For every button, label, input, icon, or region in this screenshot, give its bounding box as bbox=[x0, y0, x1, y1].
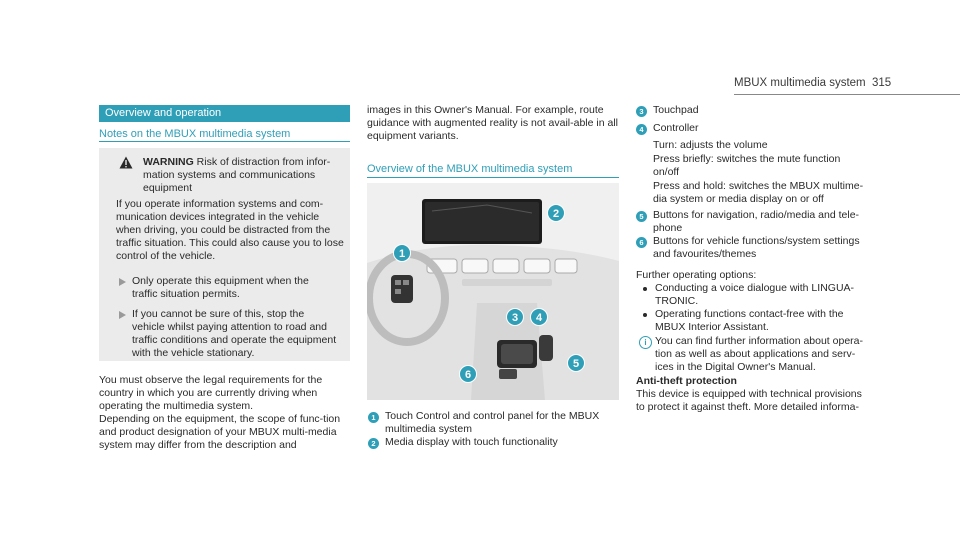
legend-text-6: Buttons for vehicle functions/system set… bbox=[653, 235, 860, 260]
header-rule bbox=[734, 94, 960, 95]
arrow-bullet-icon bbox=[119, 278, 126, 286]
cockpit-drawing bbox=[367, 183, 619, 400]
controller-press-briefly: Press briefly: switches the mute functio… bbox=[653, 153, 841, 178]
further-option-2: Operating functions contact-free with th… bbox=[655, 308, 844, 333]
info-text: You can find further information about o… bbox=[655, 335, 863, 373]
notes-heading-rule bbox=[99, 141, 350, 142]
section-title: Overview and operation bbox=[105, 107, 222, 119]
legend-number-1: 1 bbox=[368, 412, 379, 423]
info-icon: i bbox=[639, 336, 652, 349]
legend-number-3: 3 bbox=[636, 106, 647, 117]
legend-number-5: 5 bbox=[636, 211, 647, 222]
antitheft-text: This device is equipped with technical p… bbox=[636, 388, 862, 413]
warning-triangle-icon bbox=[119, 156, 133, 169]
page-number: 315 bbox=[872, 77, 892, 89]
legend-text-4: Controller bbox=[653, 122, 699, 134]
scope-paragraph: Depending on the equipment, the scope of… bbox=[99, 413, 341, 451]
legend-number-2: 2 bbox=[368, 438, 379, 449]
warning-text: WARNING Risk of distraction from infor- … bbox=[143, 156, 343, 195]
legend-number-6: 6 bbox=[636, 237, 647, 248]
legend-text-3: Touchpad bbox=[653, 104, 699, 116]
cockpit-illustration: 1 2 3 4 5 6 bbox=[367, 183, 619, 400]
bullet-dot bbox=[643, 313, 647, 317]
callout-1: 1 bbox=[393, 244, 411, 262]
notes-heading: Notes on the MBUX multimedia system bbox=[99, 128, 291, 140]
overview-heading: Overview of the MBUX multimedia system bbox=[367, 163, 573, 175]
warning-bullet-1: Only operate this equipment when the tra… bbox=[132, 275, 309, 300]
warning-bullet-2: If you cannot be sure of this, stop the … bbox=[132, 308, 337, 359]
callout-6: 6 bbox=[459, 365, 477, 383]
controller-turn: Turn: adjusts the volume bbox=[653, 139, 768, 151]
arrow-bullet-icon bbox=[119, 311, 126, 319]
bullet-dot bbox=[643, 287, 647, 291]
legend-number-4: 4 bbox=[636, 124, 647, 135]
legend-text-5: Buttons for navigation, radio/media and … bbox=[653, 209, 860, 234]
callout-5: 5 bbox=[567, 354, 585, 372]
further-option-1: Conducting a voice dialogue with LINGUA-… bbox=[655, 282, 855, 307]
further-options-intro: Further operating options: bbox=[636, 269, 757, 281]
continuation-paragraph: images in this Owner's Manual. For examp… bbox=[367, 104, 618, 142]
legend-text-2: Media display with touch functionality bbox=[385, 436, 558, 448]
overview-heading-rule bbox=[367, 177, 619, 178]
callout-2: 2 bbox=[547, 204, 565, 222]
controller-press-hold: Press and hold: switches the MBUX multim… bbox=[653, 180, 864, 205]
warning-lead-rest: mation systems and communications equipm… bbox=[143, 169, 316, 194]
legend-text-1: Touch Control and control panel for the … bbox=[385, 410, 600, 435]
section-title-bar: Overview and operation bbox=[99, 105, 350, 122]
warning-lead: Risk of distraction from infor- bbox=[196, 156, 331, 168]
warning-box: WARNING Risk of distraction from infor- … bbox=[99, 148, 350, 361]
legal-paragraph: You must observe the legal requirements … bbox=[99, 374, 323, 412]
callout-4: 4 bbox=[530, 308, 548, 326]
warning-body: If you operate information systems and c… bbox=[116, 198, 344, 262]
callout-3: 3 bbox=[506, 308, 524, 326]
warning-title: WARNING bbox=[143, 156, 194, 168]
antitheft-heading: Anti-theft protection bbox=[636, 375, 737, 387]
running-header: MBUX multimedia system bbox=[734, 77, 866, 89]
